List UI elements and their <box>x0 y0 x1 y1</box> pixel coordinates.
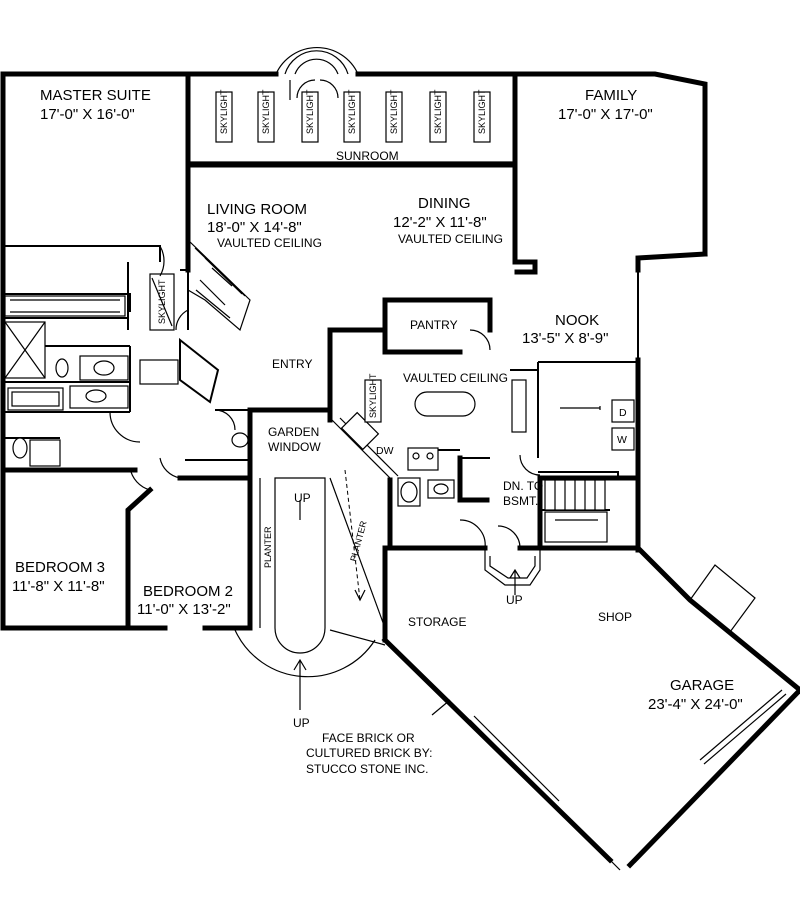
storage-name: STORAGE <box>408 615 466 629</box>
bedroom3-name: BEDROOM 3 <box>15 559 105 576</box>
garage-dims: 23'-4" X 24'-0" <box>648 696 743 713</box>
sunroom-skylight-1: SKYLIGHT <box>219 89 229 134</box>
room-labels: MASTER SUITE 17'-0" X 16'-0" FAMILY 17'-… <box>12 87 743 713</box>
dw-label: DW <box>376 445 394 457</box>
laundry-area <box>511 379 635 543</box>
up-label-rear: UP <box>506 593 523 607</box>
sunroom-name: SUNROOM <box>336 149 399 163</box>
bedroom2-dims: 11'-0" X 13'-2" <box>137 601 231 618</box>
washer-label: W <box>617 434 627 446</box>
garden-window-line1: GARDEN <box>268 425 319 439</box>
entry-name: ENTRY <box>272 357 312 371</box>
stairs-living <box>187 239 251 332</box>
master-bath-fixtures <box>4 273 249 467</box>
master-suite-name: MASTER SUITE <box>40 87 151 104</box>
sunroom-skylight-7: SKYLIGHT <box>477 89 487 134</box>
living-room-dims: 18'-0" X 14'-8" <box>207 219 302 236</box>
dryer-label: D <box>619 407 627 419</box>
rear-steps <box>484 548 541 595</box>
dining-name: DINING <box>418 195 471 212</box>
sunroom <box>188 47 515 163</box>
misc-labels: PLANTER PLANTER UP UP UP FACE BRICK OR C… <box>263 491 523 776</box>
dining-note: VAULTED CEILING <box>398 232 503 246</box>
living-room-note: VAULTED CEILING <box>217 236 322 250</box>
sunroom-skylight-4: SKYLIGHT <box>347 89 357 134</box>
front-porch <box>234 469 386 710</box>
bedroom2-name: BEDROOM 2 <box>143 583 233 600</box>
entry-area <box>329 379 476 507</box>
bedroom3-dims: 11'-8" X 11'-8" <box>12 578 105 595</box>
brick-note-line1: FACE BRICK OR <box>322 731 415 745</box>
sunroom-skylight-3: SKYLIGHT <box>305 89 315 134</box>
shop-name: SHOP <box>598 610 632 624</box>
master-suite-dims: 17'-0" X 16'-0" <box>40 106 135 123</box>
bath-skylight-label: SKYLIGHT <box>157 279 167 324</box>
nook-name: NOOK <box>555 312 599 329</box>
brick-note-line2: CULTURED BRICK BY: <box>306 746 432 760</box>
garage-name: GARAGE <box>670 677 734 694</box>
dining-dims: 12'-2" X 11'-8" <box>393 214 487 231</box>
up-label-entry: UP <box>294 491 311 505</box>
nook-dims: 13'-5" X 8'-9" <box>522 330 608 347</box>
dn-to-bsmt-line1: DN. TO <box>503 479 543 493</box>
brick-note-line3: STUCCO STONE INC. <box>306 762 428 776</box>
dn-to-bsmt-line2: BSMT. <box>503 494 538 508</box>
family-name: FAMILY <box>585 87 637 104</box>
up-label-front: UP <box>293 716 310 730</box>
sunroom-skylight-6: SKYLIGHT <box>433 89 443 134</box>
kitchen-note: VAULTED CEILING <box>403 371 508 385</box>
sunroom-skylight-labels: SKYLIGHT SKYLIGHT SKYLIGHT SKYLIGHT SKYL… <box>219 89 487 134</box>
living-room-name: LIVING ROOM <box>207 201 307 218</box>
exterior-walls <box>0 71 800 869</box>
door-swings <box>109 245 541 549</box>
kitchen-skylight-label: SKYLIGHT <box>368 373 378 418</box>
planter-label-left: PLANTER <box>263 526 273 568</box>
sunroom-skylight-2: SKYLIGHT <box>261 89 271 134</box>
sunroom-skylight-5: SKYLIGHT <box>389 89 399 134</box>
pantry-name: PANTRY <box>410 318 458 332</box>
garden-window-line2: WINDOW <box>268 440 321 454</box>
garage-details <box>431 564 787 871</box>
family-dims: 17'-0" X 17'-0" <box>558 106 653 123</box>
